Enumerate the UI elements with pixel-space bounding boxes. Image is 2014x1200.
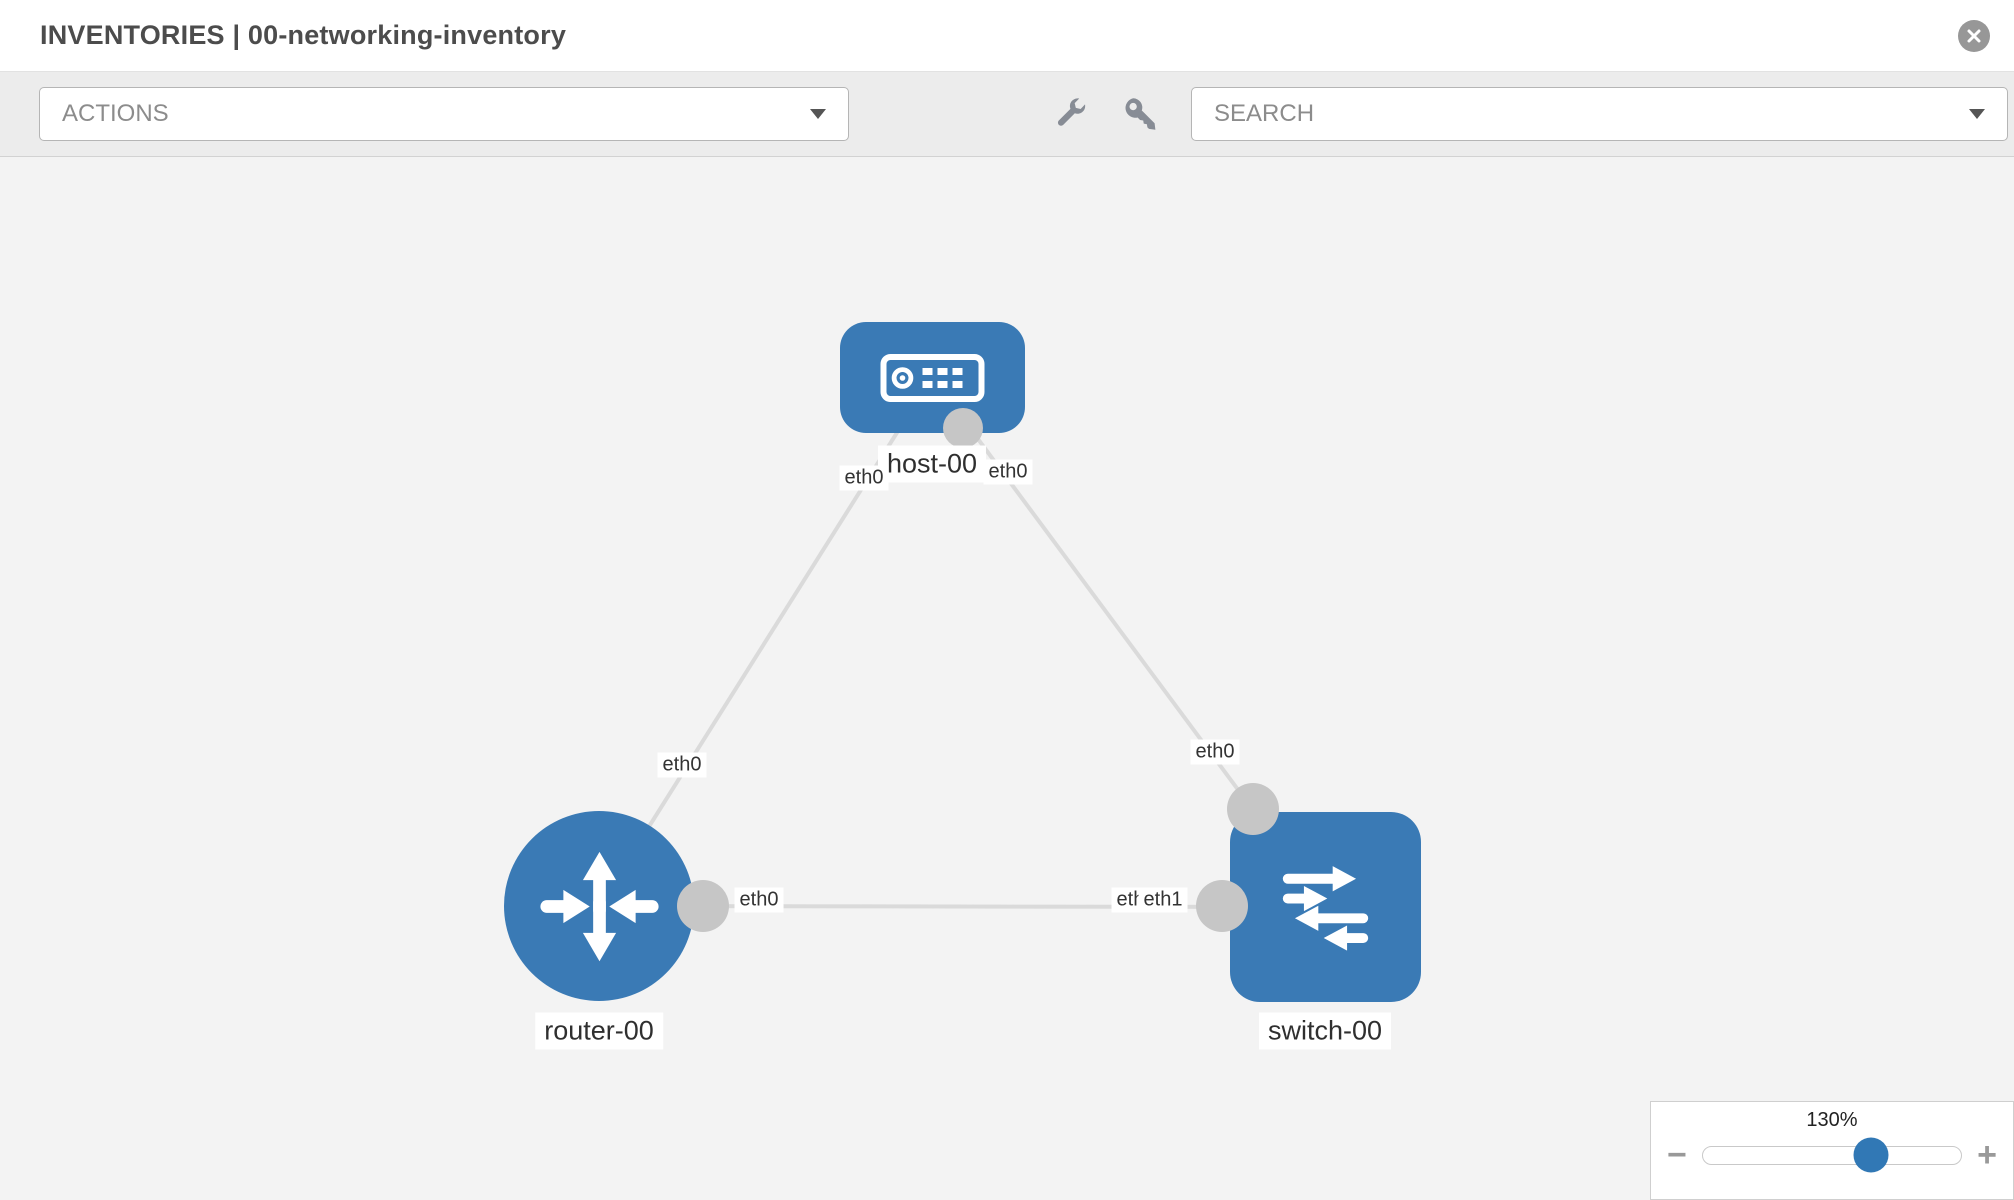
topology-canvas[interactable]: host-00 router-00 switch-00 eth0 eth0 et… bbox=[0, 157, 2014, 1200]
iface-label-host-to-switch: eth0 bbox=[983, 459, 1033, 485]
switch-icon bbox=[1282, 865, 1369, 951]
iface-label-switch-to-host: eth0 bbox=[1190, 739, 1240, 765]
node-host-00[interactable] bbox=[840, 322, 1025, 433]
port-dot-switch-left bbox=[1196, 880, 1248, 932]
port-dot-host bbox=[943, 408, 983, 448]
node-router-00[interactable] bbox=[504, 811, 694, 1001]
chevron-down-icon bbox=[810, 109, 826, 119]
chevron-down-icon bbox=[1969, 109, 1985, 119]
node-label-router: router-00 bbox=[535, 1012, 663, 1050]
iface-label-router-to-switch: eth0 bbox=[734, 887, 784, 913]
port-dot-switch-top bbox=[1227, 783, 1279, 835]
toolbar: ACTIONS SEARCH bbox=[0, 72, 2014, 157]
topology-links bbox=[597, 375, 1327, 909]
key-icon[interactable] bbox=[1119, 92, 1163, 136]
zoom-panel: 130% − + bbox=[1650, 1101, 2014, 1200]
zoom-in-icon[interactable]: + bbox=[1977, 1136, 1997, 1174]
link-host-router bbox=[597, 375, 934, 908]
host-icon bbox=[880, 353, 985, 402]
port-dot-router-right bbox=[677, 880, 729, 932]
zoom-level: 130% bbox=[1806, 1109, 1858, 1131]
search-placeholder: SEARCH bbox=[1214, 100, 1315, 127]
actions-dropdown-value: ACTIONS bbox=[62, 100, 169, 127]
close-x-glyph bbox=[1967, 29, 1981, 42]
iface-label-host-to-router: eth0 bbox=[839, 465, 889, 491]
toolbar-tools bbox=[1049, 92, 1163, 136]
node-label-switch: switch-00 bbox=[1258, 1012, 1392, 1050]
close-icon[interactable] bbox=[1958, 19, 1990, 52]
router-icon bbox=[539, 851, 659, 961]
page-title: INVENTORIES | 00-networking-inventory bbox=[40, 20, 567, 50]
zoom-slider-track[interactable] bbox=[1701, 1137, 1963, 1173]
iface-label-switch-to-router: eth1 bbox=[1138, 887, 1188, 913]
actions-dropdown[interactable]: ACTIONS bbox=[39, 87, 849, 141]
wrench-icon[interactable] bbox=[1049, 92, 1093, 136]
iface-label-router-to-host: eth0 bbox=[657, 752, 707, 778]
zoom-controls: − + bbox=[1651, 1136, 2013, 1174]
node-switch-00[interactable] bbox=[1230, 812, 1421, 1002]
zoom-out-icon[interactable]: − bbox=[1667, 1136, 1687, 1174]
header: INVENTORIES | 00-networking-inventory bbox=[0, 0, 2014, 72]
zoom-slider-handle[interactable] bbox=[1853, 1137, 1889, 1173]
node-label-host: host-00 bbox=[877, 445, 987, 483]
search-dropdown[interactable]: SEARCH bbox=[1191, 87, 2008, 141]
